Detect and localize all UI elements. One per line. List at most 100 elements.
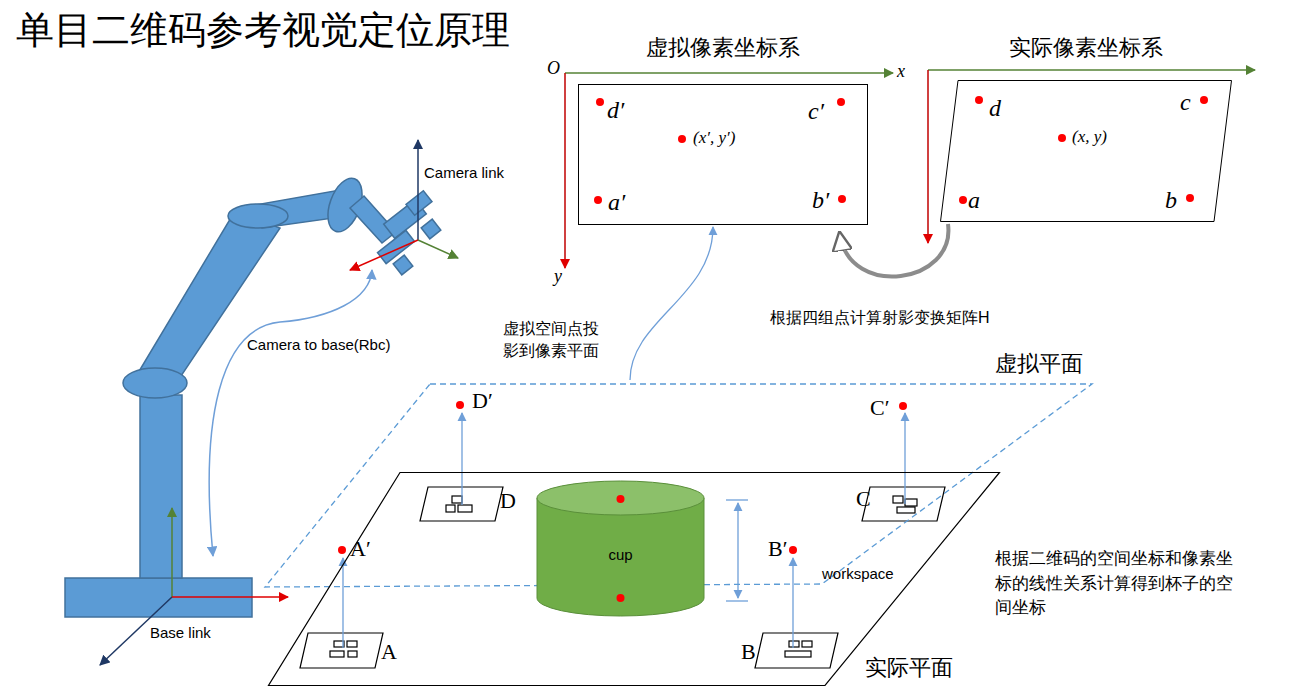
projection-arrow	[726, 600, 748, 601]
qr-code	[755, 633, 838, 668]
projection-arrow	[342, 558, 343, 648]
qr-code	[348, 651, 357, 657]
point-dot	[838, 195, 846, 203]
camera-base-arrow	[209, 270, 372, 556]
point-dot	[899, 402, 907, 410]
projection-arrow	[792, 558, 793, 648]
qr-label: A	[381, 639, 397, 665]
title: 单目二维码参考视觉定位原理	[16, 8, 510, 54]
virtual-pixel-frame-label: 虚拟像素坐标系	[578, 35, 868, 61]
robot-arm	[123, 368, 187, 398]
point-label: A′	[350, 536, 371, 562]
base-frame-axes	[100, 508, 288, 665]
point-dot	[1058, 134, 1066, 142]
projection-arrow	[343, 413, 905, 648]
point-dot	[338, 546, 346, 554]
qr-code	[905, 499, 917, 506]
point-label: a	[968, 186, 980, 215]
point-dot	[975, 96, 983, 104]
robot-arm	[228, 204, 288, 228]
qr-code	[458, 505, 472, 512]
point-dot	[678, 135, 686, 143]
camera-frame-axes	[417, 140, 419, 240]
point-label: (x′, y′)	[693, 128, 735, 148]
cup-label: cup	[536, 546, 705, 564]
robot-arm	[140, 395, 182, 578]
real-plane-shape	[269, 473, 1000, 686]
point-label: D′	[472, 388, 493, 414]
projection-arrow	[737, 503, 738, 598]
transform-label: Camera to base(Rbc)	[247, 336, 390, 354]
qr-label: D	[500, 488, 516, 514]
point-label: c	[1180, 88, 1191, 117]
virtual-plane-label: 虚拟平面	[995, 351, 1083, 377]
qr-code	[785, 651, 811, 657]
point-label: (x, y)	[1072, 127, 1107, 147]
point-dot	[456, 401, 464, 409]
qr-code	[347, 641, 357, 647]
point-label: a′	[608, 188, 625, 217]
point-label: d	[989, 94, 1001, 123]
connector	[630, 227, 713, 380]
point-dot	[594, 196, 602, 204]
pixel-axes	[565, 70, 1255, 268]
pixel-axes	[927, 70, 929, 243]
point-label: c′	[808, 97, 824, 126]
point-label: B′	[768, 536, 788, 562]
projection-arrow	[461, 413, 462, 505]
qr-code	[300, 633, 383, 668]
area-label: workspace	[822, 565, 894, 583]
projection-arrow	[726, 499, 748, 500]
point-dot	[1186, 194, 1194, 202]
qr-code	[893, 496, 903, 503]
point-dot	[789, 546, 797, 554]
connector	[840, 224, 948, 277]
pixel-axes	[928, 69, 1255, 71]
axis-label: x	[897, 61, 905, 83]
axis-label: y	[554, 266, 562, 288]
point-dot	[338, 96, 1208, 554]
cup-shape	[537, 481, 704, 515]
virtual-pixel-frame-shape	[579, 85, 868, 225]
qr-code	[330, 651, 344, 657]
camera-frame-axes	[418, 240, 458, 258]
qr-code	[802, 641, 812, 647]
robot-arm	[406, 191, 432, 216]
actual-pixel-frame-label: 实际像素坐标系	[940, 35, 1232, 61]
robot-arm	[378, 230, 415, 263]
point-label: d′	[607, 96, 624, 125]
frame-label: Camera link	[424, 164, 504, 182]
cup-shape	[617, 594, 625, 602]
point-dot	[1200, 96, 1208, 104]
qr-code	[446, 505, 455, 512]
camera-frame-axes	[350, 140, 458, 270]
point-dot	[959, 196, 967, 204]
base-frame-axes	[172, 596, 288, 598]
point-label: C′	[870, 395, 890, 421]
point-label: b′	[812, 186, 829, 215]
qr-code	[789, 641, 799, 647]
point-dot	[837, 98, 845, 106]
actual-pixel-frame-shape	[941, 81, 1232, 222]
qr-code	[452, 496, 462, 503]
cup-shape	[617, 495, 625, 503]
point-dot	[596, 98, 604, 106]
base-frame-axes	[171, 508, 173, 597]
real-plane-label: 实际平面	[865, 655, 953, 681]
pixel-axes	[565, 72, 893, 74]
cup-shape	[537, 498, 704, 616]
edge-label: 虚拟空间点投影到像素平面	[503, 318, 603, 363]
robot-arm	[65, 174, 441, 617]
qr-code	[862, 487, 945, 521]
robot-arm	[421, 219, 441, 239]
edge-label: 根据四组点计算射影变换矩阵H	[770, 308, 990, 327]
camera-frame-axes	[350, 240, 418, 270]
note: 根据二维码的空间坐标和像素坐标的线性关系计算得到杯子的空间坐标	[995, 547, 1245, 621]
frame-label: Base link	[150, 624, 211, 642]
cup: cup	[536, 480, 705, 616]
robot-arm	[135, 211, 280, 385]
robot-arm	[393, 255, 413, 275]
qr-label: C	[856, 486, 871, 512]
point-label: b	[1165, 186, 1177, 215]
